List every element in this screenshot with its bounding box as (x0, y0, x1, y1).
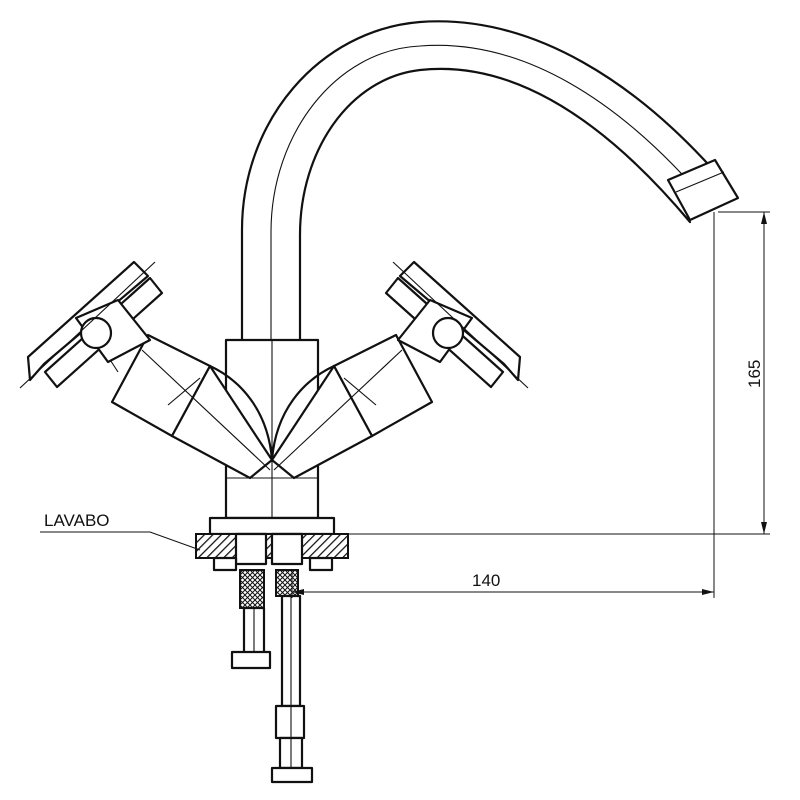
width-dimension-label: 140 (472, 571, 500, 590)
supply-hoses (230, 569, 314, 784)
dimension-lines (40, 211, 770, 598)
spout (240, 20, 740, 347)
left-cross-handle (19, 260, 164, 389)
right-valve (270, 333, 434, 480)
height-dimension-label: 165 (745, 360, 764, 388)
basin-label: LAVABO (44, 511, 110, 530)
spout-nozzle (666, 158, 740, 222)
right-cross-handle (384, 260, 529, 389)
left-valve (110, 333, 274, 480)
base-flange (195, 516, 349, 572)
